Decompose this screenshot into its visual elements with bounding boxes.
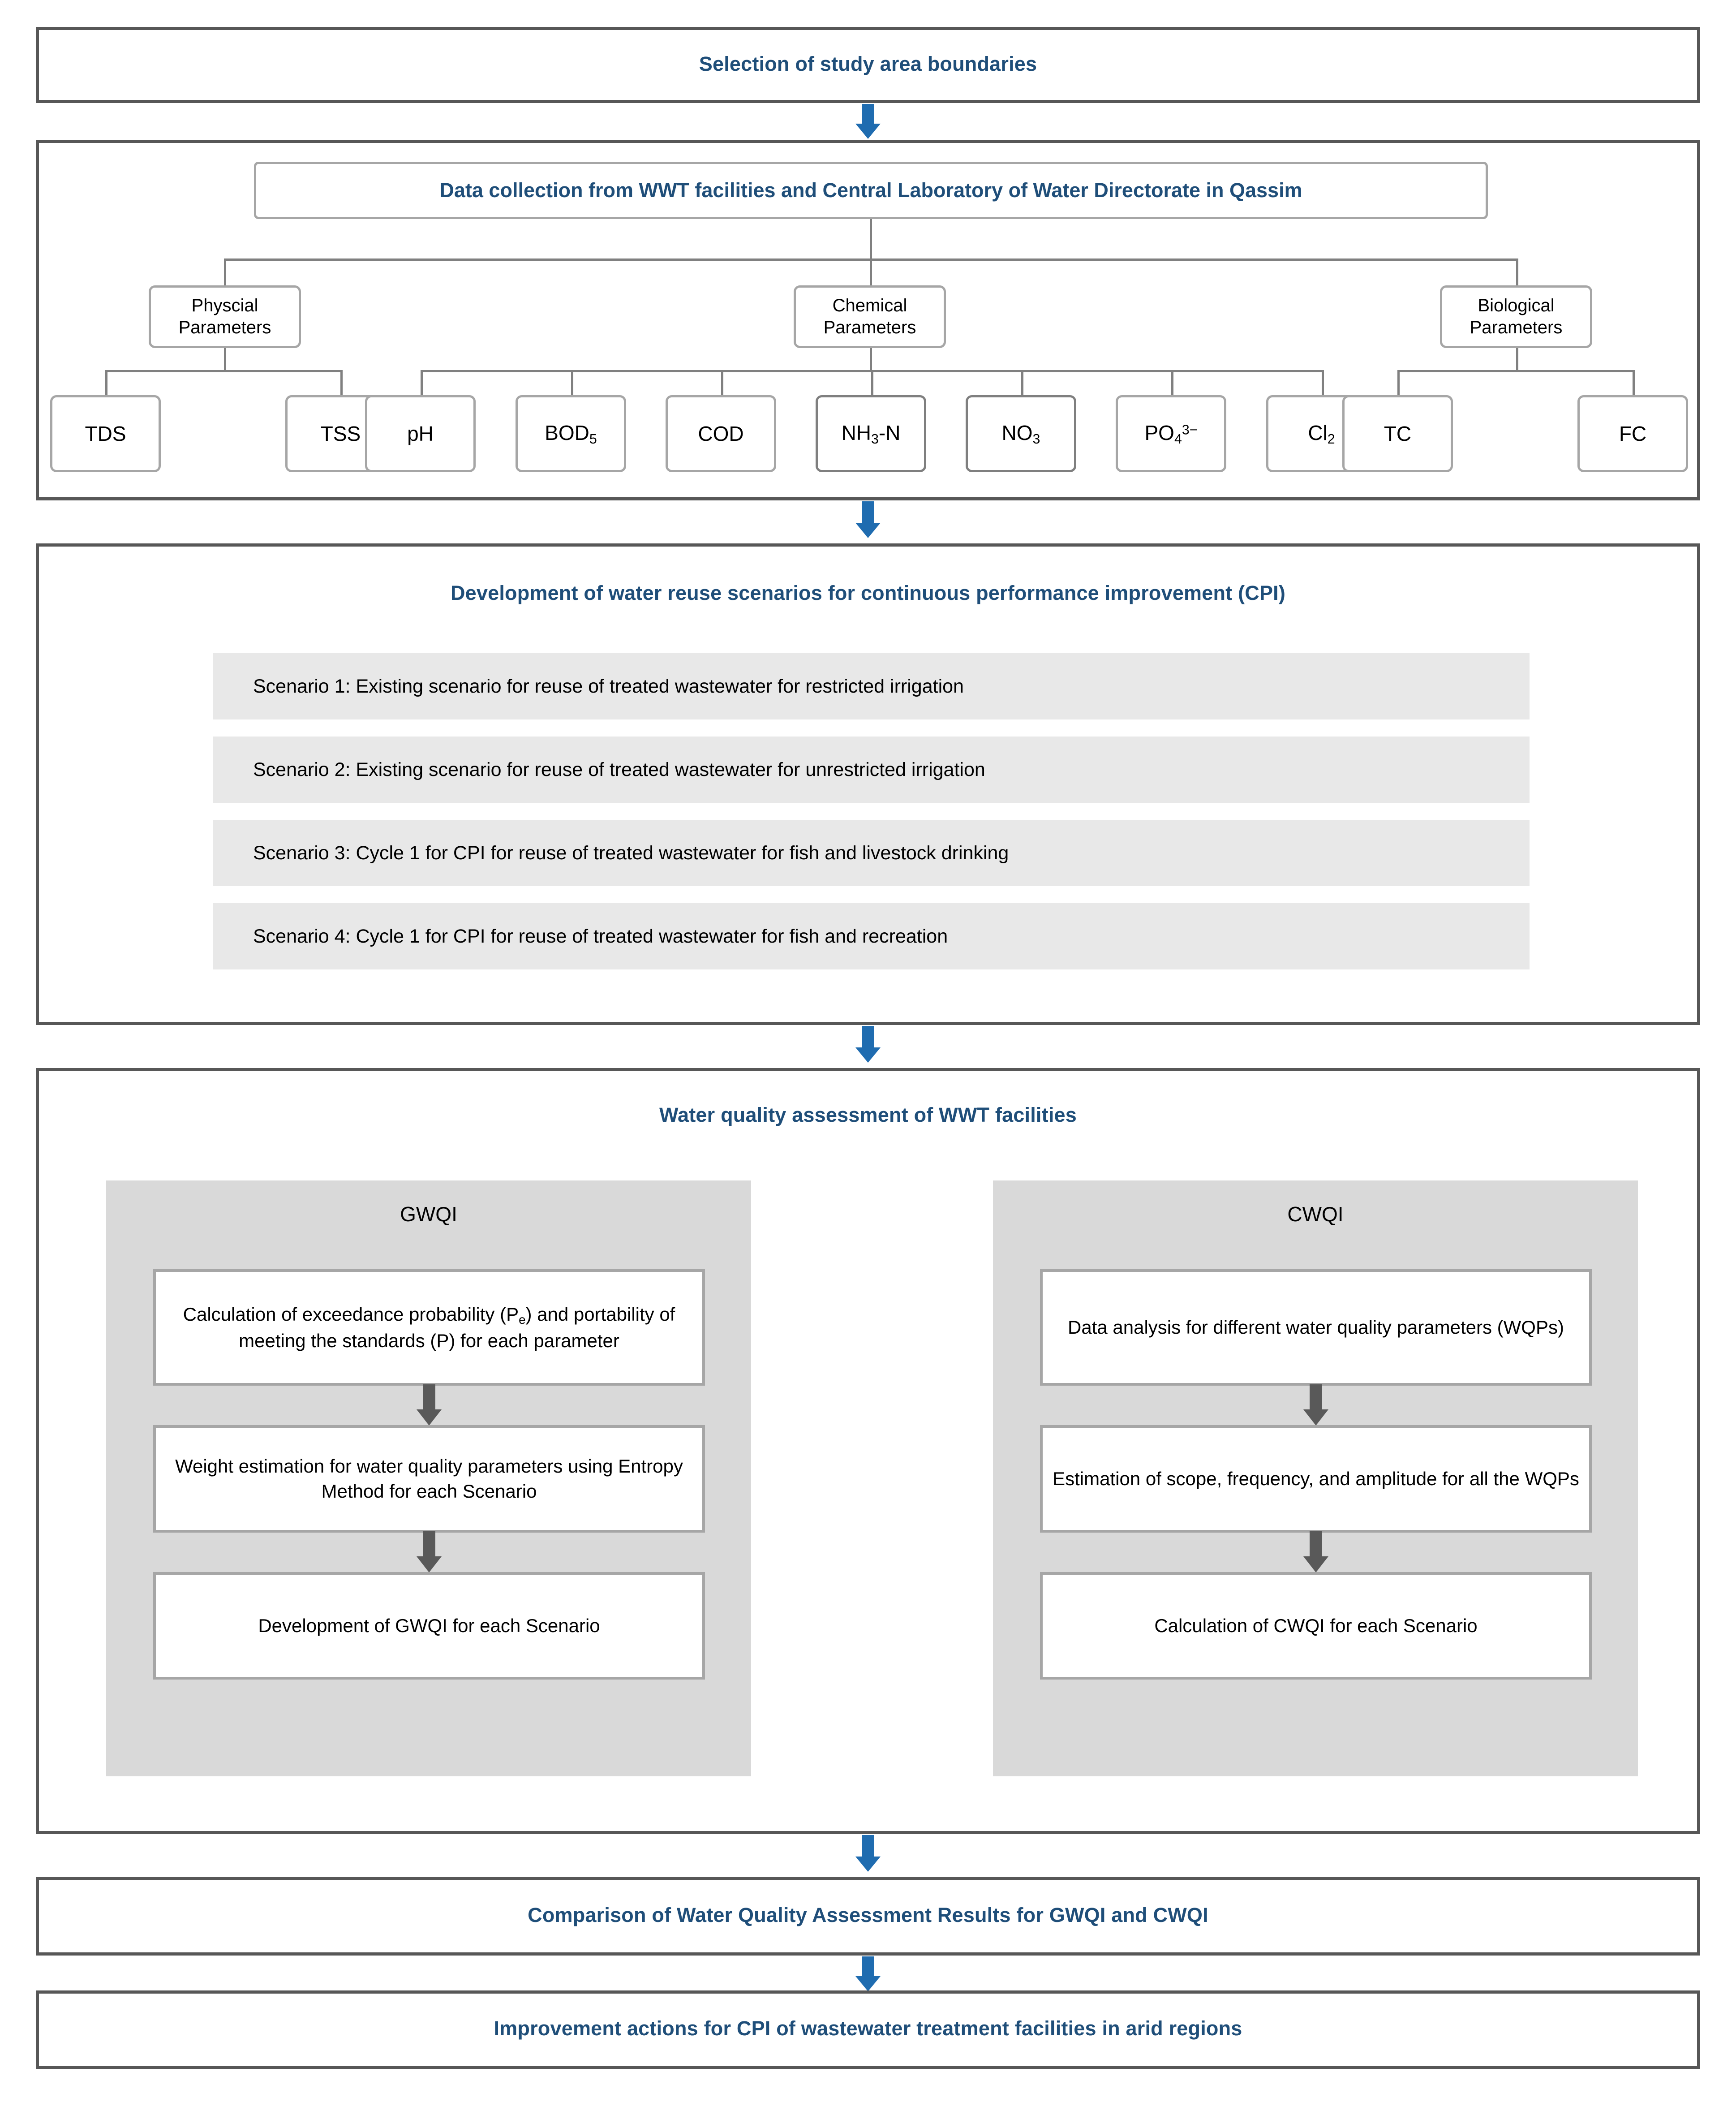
gwqi-panel-title: GWQI <box>400 1202 457 1226</box>
subtree-drop-cod <box>721 370 723 396</box>
arrow-step5-to-step6 <box>855 1956 881 1991</box>
stage-improvement-title: Improvement actions for CPI of wastewate… <box>494 2017 1242 2040</box>
arrow-step2-to-step3 <box>855 501 881 538</box>
param-cod: COD <box>666 395 776 472</box>
category-physical-parameters: Physcial Parameters <box>149 285 301 348</box>
arrow-gwqi-2-to-3 <box>417 1531 442 1572</box>
param-bod5-label: BOD5 <box>545 421 597 447</box>
category-chemical-parameters: Chemical Parameters <box>794 285 946 348</box>
subtree-drop-po4 <box>1171 370 1173 396</box>
param-no3-label: NO3 <box>1001 421 1040 447</box>
param-fc: FC <box>1577 395 1688 472</box>
scenario-item-3: Scenario 3: Cycle 1 for CPI for reuse of… <box>213 820 1530 886</box>
tree-drop-physical <box>224 258 226 286</box>
stage-comparison-title: Comparison of Water Quality Assessment R… <box>528 1904 1208 1926</box>
arrow-step1-to-step2 <box>855 104 881 139</box>
gwqi-step-1-label: Calculation of exceedance probability (P… <box>183 1303 675 1351</box>
stage-study-area-title: Selection of study area boundaries <box>699 52 1037 75</box>
subtree-bus-biological <box>1397 370 1635 372</box>
arrow-cwqi-2-to-3 <box>1303 1531 1328 1572</box>
stage-data-collection: Data collection from WWT facilities and … <box>36 140 1700 500</box>
param-no3: NO3 <box>966 395 1076 472</box>
subtree-drop-tc <box>1397 370 1400 396</box>
param-nh3n: NH3-N <box>816 395 926 472</box>
gwqi-step-1: Calculation of exceedance probability (P… <box>153 1269 705 1386</box>
param-po4-label: PO43− <box>1144 421 1198 447</box>
scenario-item-4: Scenario 4: Cycle 1 for CPI for reuse of… <box>213 903 1530 969</box>
subtree-drop-no3 <box>1021 370 1023 396</box>
stage-scenarios-title: Development of water reuse scenarios for… <box>450 582 1286 604</box>
subtree-drop-tds <box>105 370 107 396</box>
cwqi-panel: CWQI Data analysis for different water q… <box>993 1180 1638 1776</box>
param-cl2-label: Cl2 <box>1308 421 1335 447</box>
stage-scenarios: Development of water reuse scenarios for… <box>36 543 1700 1025</box>
param-nh3n-label: NH3-N <box>841 421 901 447</box>
gwqi-panel: GWQI Calculation of exceedance probabili… <box>106 1180 751 1776</box>
cwqi-step-1: Data analysis for different water qualit… <box>1040 1269 1592 1386</box>
subtree-drop-fc <box>1633 370 1635 396</box>
arrow-cwqi-1-to-2 <box>1303 1384 1328 1426</box>
data-collection-header: Data collection from WWT facilities and … <box>254 162 1488 219</box>
stage-improvement-actions: Improvement actions for CPI of wastewate… <box>36 1990 1700 2069</box>
subtree-drop-tss <box>340 370 343 396</box>
subtree-drop-cl2 <box>1322 370 1324 396</box>
subtree-drop-biological <box>1516 348 1518 371</box>
tree-trunk <box>870 219 872 259</box>
scenario-item-2: Scenario 2: Existing scenario for reuse … <box>213 737 1530 803</box>
subtree-drop-nh3n <box>871 370 873 396</box>
param-tds: TDS <box>50 395 161 472</box>
subtree-drop-physical <box>224 348 226 371</box>
subtree-drop-chemical <box>870 348 872 371</box>
stage-assessment-title: Water quality assessment of WWT faciliti… <box>659 1103 1077 1126</box>
cwqi-step-2: Estimation of scope, frequency, and ampl… <box>1040 1425 1592 1533</box>
arrow-gwqi-1-to-2 <box>417 1384 442 1426</box>
subtree-drop-ph <box>421 370 423 396</box>
subtree-bus-physical <box>105 370 343 372</box>
gwqi-step-3: Development of GWQI for each Scenario <box>153 1572 705 1680</box>
stage-study-area: Selection of study area boundaries <box>36 27 1700 103</box>
category-biological-parameters: Biological Parameters <box>1440 285 1592 348</box>
param-tc: TC <box>1342 395 1453 472</box>
tree-drop-biological <box>1516 258 1518 286</box>
gwqi-step-2: Weight estimation for water quality para… <box>153 1425 705 1533</box>
param-po4: PO43− <box>1116 395 1226 472</box>
tree-drop-chemical <box>870 258 872 286</box>
stage-water-quality-assessment: Water quality assessment of WWT faciliti… <box>36 1068 1700 1834</box>
stage-comparison: Comparison of Water Quality Assessment R… <box>36 1877 1700 1956</box>
param-bod5: BOD5 <box>516 395 626 472</box>
cwqi-panel-title: CWQI <box>1287 1202 1344 1226</box>
scenario-item-1: Scenario 1: Existing scenario for reuse … <box>213 653 1530 719</box>
arrow-step4-to-step5 <box>855 1835 881 1872</box>
subtree-drop-bod <box>571 370 573 396</box>
cwqi-step-3: Calculation of CWQI for each Scenario <box>1040 1572 1592 1680</box>
param-ph: pH <box>365 395 476 472</box>
arrow-step3-to-step4 <box>855 1026 881 1063</box>
